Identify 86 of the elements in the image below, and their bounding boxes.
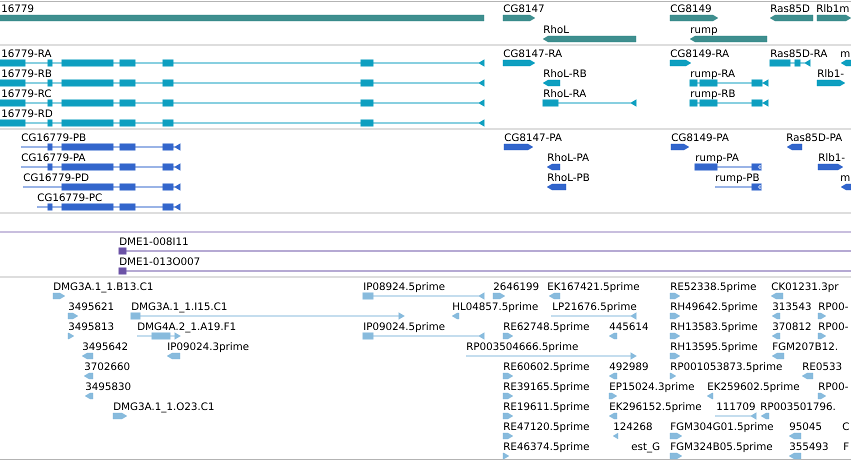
feature-label: 16779-RC (2, 89, 51, 98)
feature-label: RE46374.5prime (504, 442, 589, 452)
feature-label: RE62748.5prime (504, 322, 589, 332)
feature-label: IP09024.5prime (364, 322, 444, 332)
feature-label: RH13595.5prime (671, 342, 758, 352)
feature-label: Ras85D-PA (787, 133, 842, 142)
feature-label: 3495621 (68, 302, 114, 310)
feature-label: DMG4A.2_1.A19.F1 (138, 322, 236, 332)
feature-label: FGM304G01.5prime (671, 422, 774, 432)
feature-label: DMG3A.1_1.B13.C1 (54, 282, 152, 292)
feature-label: 16779 (2, 4, 34, 12)
feature-label: C (842, 422, 849, 430)
feature-label: CG8149-RA (670, 49, 729, 58)
feature-label: RE0533 (803, 362, 842, 370)
feature-label: 313543 (773, 302, 811, 310)
feature-label: 355493 (790, 442, 828, 450)
feature-label: RP003501796. (761, 402, 835, 410)
feature-label: 16779-RA (2, 49, 52, 58)
feature-label: RH49642.5prime (671, 302, 758, 312)
feature-label: FGM207B12. (773, 342, 837, 350)
feature-label: 16779-RB (2, 69, 52, 78)
feature-label: CG16779-PA (22, 153, 86, 162)
feature-label: RE60602.5prime (504, 362, 589, 372)
feature-label: rump-PA (696, 154, 739, 164)
feature-label: 370812 (773, 322, 810, 330)
feature-label: RhoL-PA (548, 153, 589, 162)
feature-label: DMG3A.1_1.I15.C1 (132, 302, 226, 312)
feature-label: 492989 (610, 362, 648, 370)
feature-label: FGM324B05.5prime (671, 442, 772, 452)
feature-label: EK296152.5prime (610, 402, 702, 412)
feature-label: Rlb1- (819, 153, 845, 162)
feature-label: m (841, 175, 850, 181)
feature-label: 3495813 (68, 322, 114, 330)
feature-label: rump-PB (716, 174, 759, 184)
feature-label: F (844, 442, 849, 450)
feature-label: 16779-RD (2, 109, 52, 118)
feature-label: est_G (632, 442, 660, 452)
feature-label: 3702660 (84, 362, 130, 370)
feature-label: 445614 (610, 322, 648, 330)
feature-label: CG8149 (670, 4, 711, 12)
feature-label: CG16779-PD (24, 173, 88, 182)
feature-label: EP15024.3prime (610, 382, 694, 392)
feature-label: 124268 (614, 422, 652, 430)
feature-label: CG8149-PA (672, 133, 729, 142)
feature-label: rump-RB (691, 90, 735, 100)
feature-label: rump (691, 27, 717, 36)
feature-label: CG8147-PA (504, 133, 562, 142)
feature-label: RE47120.5prime (504, 422, 589, 432)
feature-label: LP21676.5prime (553, 302, 636, 312)
feature-label: EK167421.5prime (548, 282, 640, 292)
feature-label: Ras85D (771, 4, 810, 12)
feature-label: m (841, 51, 850, 57)
feature-label: RH13583.5prime (671, 322, 758, 332)
feature-label: RE19611.5prime (504, 402, 589, 412)
feature-label: CK01231.3pr (772, 282, 838, 292)
feature-label: RP001053873.5prime (671, 362, 782, 372)
feature-label: CG16779-PB (22, 133, 86, 142)
feature-label: 2646199 (494, 282, 538, 290)
feature-label: rump-RA (691, 70, 735, 80)
feature-label: Ras85D-RA (771, 49, 828, 58)
feature-label: 3495642 (82, 342, 128, 350)
feature-label: 3495830 (86, 382, 130, 390)
feature-label: RhoL-RB (544, 69, 586, 78)
feature-label: RP00- (819, 322, 848, 330)
feature-label: RhoL-PB (548, 173, 590, 182)
feature-label: Rlb1m (817, 4, 848, 12)
feature-label: RP00- (819, 382, 848, 390)
feature-label: CG8147-RA (504, 49, 562, 58)
feature-label: IP09024.3prime (168, 342, 248, 352)
feature-label: RE52338.5prime (671, 282, 756, 292)
feature-label: CG8147 (504, 4, 544, 12)
feature-label: DMG3A.1_1.O23.C1 (114, 402, 214, 412)
feature-label: RP00- (819, 302, 848, 310)
feature-label: RP003504666.5prime (467, 342, 578, 352)
feature-label: RE39165.5prime (504, 382, 589, 392)
feature-label: 95045 (790, 422, 822, 430)
feature-label: RhoL (544, 25, 569, 34)
feature-label: RhoL-RA (544, 89, 586, 98)
feature-label: CG16779-PC (38, 193, 102, 202)
feature-label: DME1-013O007 (120, 257, 200, 266)
feature-label: 111709 (717, 402, 755, 410)
feature-label: HL04857.5prime (453, 302, 538, 312)
feature-label: EK259602.5prime (708, 382, 800, 392)
feature-label: IP08924.5prime (364, 282, 444, 292)
feature-label: DME1-008I11 (120, 237, 188, 246)
feature-label: Rlb1- (818, 69, 844, 78)
